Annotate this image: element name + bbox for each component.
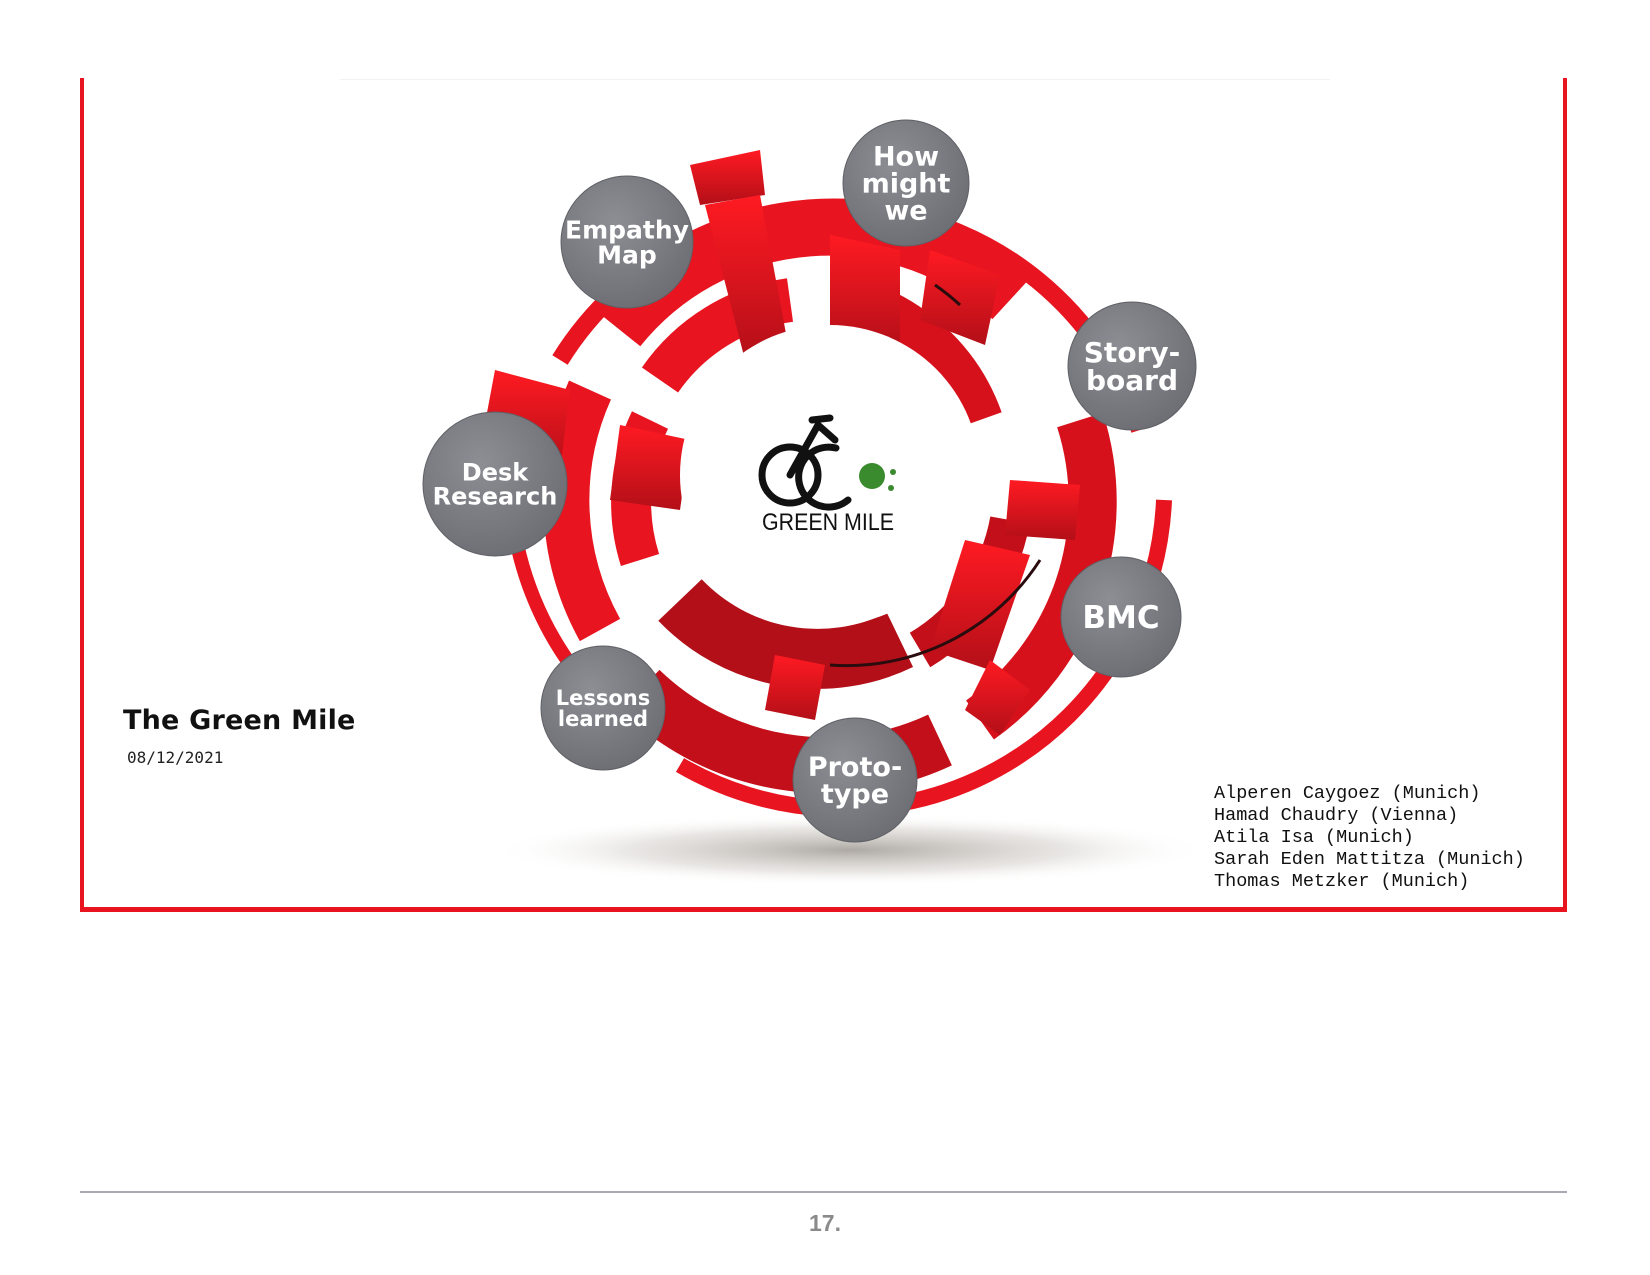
slide-date: 08/12/2021 [127,748,224,767]
stage-bubble-circle [560,175,694,309]
logo-dot-large [859,463,885,489]
stage-bubble-label: we [884,195,927,226]
logo-dot-small [890,469,896,475]
stage-bubble-label: Research [433,482,558,510]
slide-title: The Green Mile [123,705,356,736]
stage-bubble-label: BMC [1082,600,1159,636]
bicycle-icon [758,414,852,511]
team-member: Sarah Eden Mattitza (Munich) [1214,849,1525,870]
stage-bubble-story: Story-board [1067,301,1197,431]
page-number: 17. [809,1210,841,1236]
stage-bubble-label: type [821,779,889,810]
logo-dot-small [888,485,894,491]
stage-bubble-label: How [873,141,939,172]
stage-bubble-bmc: BMC [1060,556,1182,678]
logo-text: GREEN MILE [762,509,894,536]
inner-accents [829,283,1042,668]
stage-bubble-circle [792,717,918,843]
stage-bubble-label: board [1086,364,1178,397]
stage-bubble-label: might [862,168,951,199]
stage-bubble-label: Desk [462,458,529,486]
stage-bubble-circle [540,645,666,771]
stage-bubble-label: learned [558,707,648,731]
team-member: Alperen Caygoez (Munich) [1214,783,1481,804]
team-member: Thomas Metzker (Munich) [1214,871,1470,892]
stage-bubble-label: Map [597,240,657,269]
team-member: Hamad Chaudry (Vienna) [1214,805,1459,826]
stage-bubble-label: Empathy [565,215,689,244]
stage-bubble-label: Lessons [556,686,651,710]
top-rule [340,79,1330,80]
wheel-center [680,325,980,625]
stage-bubble-label: Proto- [808,752,902,783]
green-mile-logo: GREEN MILE [758,414,896,536]
stage-bubble-circle [422,411,568,557]
footer-rule [80,1191,1567,1193]
stage-bubble-proto: Proto-type [792,717,918,843]
team-list: Alperen Caygoez (Munich) Hamad Chaudry (… [1214,783,1525,893]
wheel-blocks [480,150,1080,735]
stage-bubble-circle [1067,301,1197,431]
team-member: Atila Isa (Munich) [1214,827,1414,848]
slide-frame [80,78,1567,912]
stage-bubble-circle [1060,556,1182,678]
stage-bubble-label: Story- [1084,336,1180,369]
stage-bubble-circle [842,119,970,247]
wheel-shadow [490,814,1210,886]
